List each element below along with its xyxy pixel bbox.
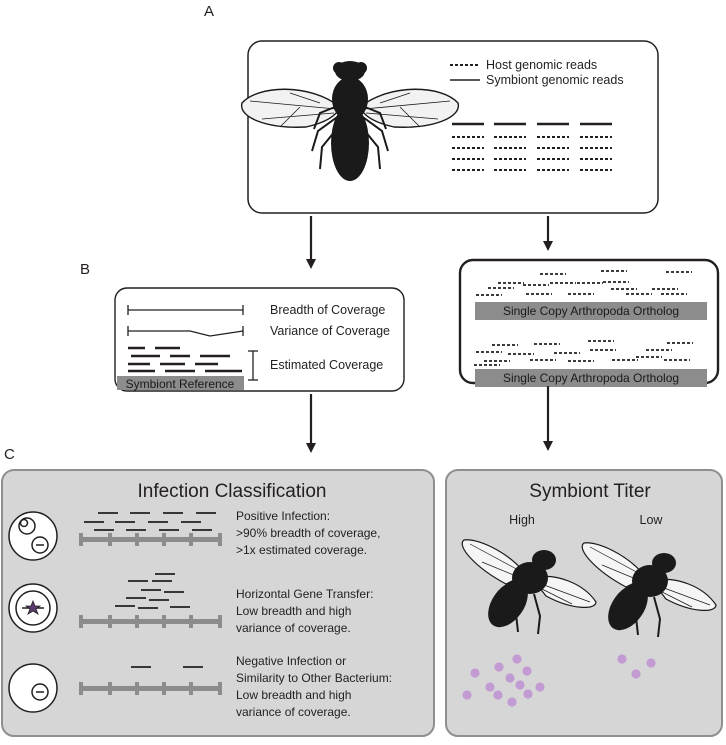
bacterium-dot bbox=[617, 654, 627, 664]
bacterium-dot bbox=[494, 662, 504, 672]
bacterium-dot bbox=[515, 680, 525, 690]
symbiont-reference-label: Symbiont Reference bbox=[126, 377, 235, 391]
panel-a-letter: A bbox=[204, 3, 214, 20]
symbiont-titer-title: Symbiont Titer bbox=[529, 481, 651, 502]
read-grid bbox=[452, 122, 612, 171]
hgt-cell-icon bbox=[8, 583, 58, 633]
positive-desc-line-1: Positive Infection: bbox=[236, 509, 330, 523]
breadth-label: Breadth of Coverage bbox=[270, 303, 385, 317]
estimated-reads-stack bbox=[128, 346, 242, 373]
high-titer-bacteria bbox=[462, 654, 545, 707]
bacterium-dot bbox=[485, 682, 495, 692]
panel-c-letter: C bbox=[4, 446, 15, 463]
bacterium-dot bbox=[523, 689, 533, 699]
ortholog-bar-top bbox=[475, 302, 707, 320]
bacterium-dot bbox=[646, 658, 656, 668]
bacterium-dot bbox=[512, 654, 522, 664]
high-titer-label: High bbox=[509, 513, 535, 527]
positive-desc-line-3: >1x estimated coverage. bbox=[236, 543, 367, 557]
low-titer-bacteria bbox=[617, 654, 656, 679]
estimated-coverage-bracket bbox=[248, 350, 258, 381]
variance-label: Variance of Coverage bbox=[270, 324, 390, 338]
symbiont-reads-label: Symbiont genomic reads bbox=[486, 73, 624, 87]
hgt-desc-line-1: Horizontal Gene Transfer: bbox=[236, 587, 373, 601]
bacterium-dot bbox=[507, 697, 517, 707]
ortholog-reads-bottom bbox=[474, 340, 693, 366]
bacterium-dot bbox=[470, 668, 480, 678]
infection-classification-panel: Infection Classification Positive Infect… bbox=[1, 469, 435, 737]
ortholog-label-top: Single Copy Arthropoda Ortholog bbox=[503, 304, 679, 318]
negative-cell-icon bbox=[8, 663, 58, 713]
symbiont-titer-panel: Symbiont Titer High Low bbox=[445, 469, 723, 737]
ortholog-box: Single Copy Arthropoda Ortholog Single C… bbox=[458, 258, 720, 387]
breadth-bracket-icon bbox=[127, 305, 244, 315]
panel-b-letter: B bbox=[80, 261, 90, 278]
negative-desc-line-3: Low breadth and high bbox=[236, 688, 351, 702]
positive-cell-icon bbox=[8, 511, 58, 561]
estimated-coverage-label: Estimated Coverage bbox=[270, 358, 383, 372]
panel-a-box: Host genomic reads Symbiont genomic read… bbox=[240, 40, 659, 214]
bacterium-dot bbox=[493, 690, 503, 700]
negative-desc-line-2: Similarity to Other Bacterium: bbox=[236, 671, 392, 685]
ortholog-reads-top bbox=[476, 270, 692, 296]
ortholog-bar-bottom bbox=[475, 369, 707, 387]
positive-reads bbox=[84, 512, 216, 531]
hgt-desc-line-3: variance of coverage. bbox=[236, 621, 351, 635]
bacterium-dot bbox=[631, 669, 641, 679]
bacterium-dot bbox=[505, 673, 515, 683]
bacterium-dot bbox=[535, 682, 545, 692]
hgt-reference-bar bbox=[79, 615, 222, 628]
bacterium-dot bbox=[522, 666, 532, 676]
negative-desc-line-1: Negative Infection or bbox=[236, 654, 346, 668]
negative-desc-line-4: variance of coverage. bbox=[236, 705, 351, 719]
negative-reference-bar bbox=[79, 682, 222, 695]
host-reads-label: Host genomic reads bbox=[486, 58, 597, 72]
infection-classification-title: Infection Classification bbox=[137, 481, 326, 502]
symbiont-reference-bar bbox=[117, 376, 244, 390]
hgt-desc-line-2: Low breadth and high bbox=[236, 604, 351, 618]
coverage-metrics-box: Breadth of Coverage Variance of Coverage… bbox=[114, 287, 405, 392]
ortholog-label-bottom: Single Copy Arthropoda Ortholog bbox=[503, 371, 679, 385]
positive-desc-line-2: >90% breadth of coverage, bbox=[236, 526, 380, 540]
variance-line-icon bbox=[127, 326, 244, 337]
hgt-reads bbox=[115, 573, 190, 609]
low-titer-label: Low bbox=[640, 513, 664, 527]
positive-reference-bar bbox=[79, 533, 222, 546]
bacterium-dot bbox=[462, 690, 472, 700]
